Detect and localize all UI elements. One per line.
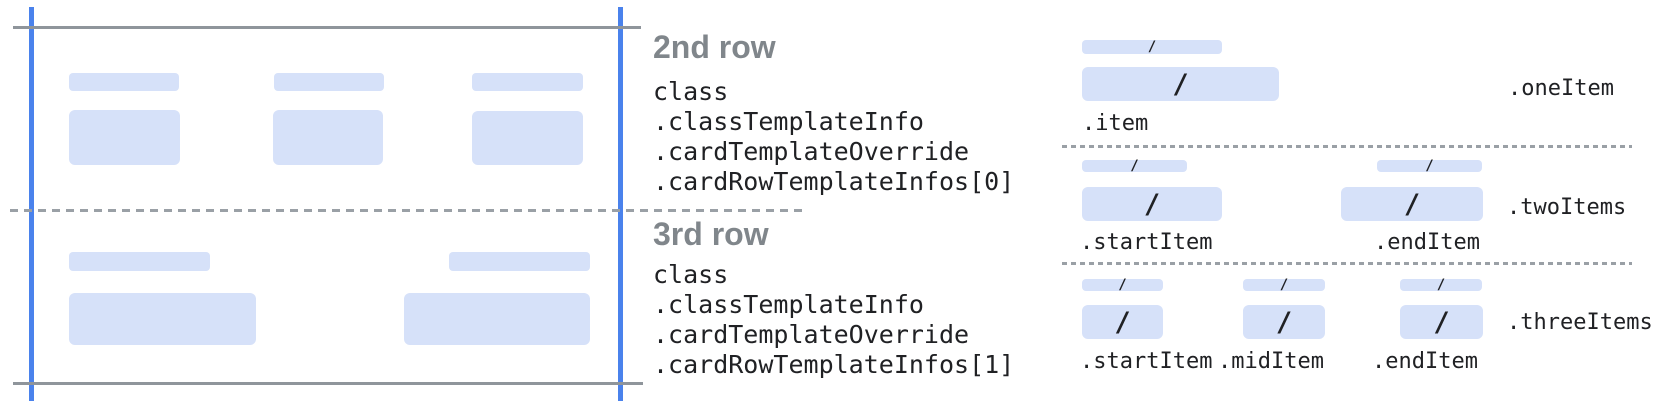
item-label-placeholder: / <box>1082 40 1222 54</box>
slash-placeholder-glyph: / <box>1403 188 1421 220</box>
layout-option-label: .twoItems <box>1507 195 1627 220</box>
item-label-placeholder <box>69 252 210 271</box>
row-divider-dashed-line <box>10 209 803 212</box>
card-left-edge-line <box>29 7 34 401</box>
slash-placeholder-glyph: / <box>1130 158 1139 174</box>
item-label-placeholder: / <box>1377 158 1482 174</box>
item-value-placeholder: / <box>1082 67 1279 101</box>
code-line: .cardTemplateOverride <box>653 137 970 166</box>
code-line: .cardRowTemplateInfos[1] <box>653 350 1015 379</box>
layout-option-label: .threeItems <box>1507 310 1653 335</box>
item-value-placeholder <box>404 293 590 345</box>
slash-placeholder-glyph: / <box>1114 306 1131 338</box>
slash-placeholder-glyph: / <box>1279 277 1289 293</box>
item-label-placeholder: / <box>1082 277 1163 293</box>
item-label-placeholder <box>449 252 590 271</box>
item-value-placeholder: / <box>1082 305 1163 339</box>
field-reference-label: .endItem <box>1372 349 1478 374</box>
item-label-placeholder: / <box>1082 158 1187 174</box>
slash-placeholder-glyph: / <box>1275 306 1293 338</box>
item-label-placeholder: / <box>1400 277 1482 293</box>
row-annotation-heading: 2nd row <box>653 29 776 65</box>
code-line: .classTemplateInfo <box>653 290 924 319</box>
item-value-placeholder <box>273 110 383 165</box>
slash-placeholder-glyph: / <box>1143 188 1161 220</box>
section-divider-dashed-line <box>1062 262 1632 265</box>
item-label-placeholder <box>274 73 384 91</box>
item-label-placeholder: / <box>1243 277 1325 293</box>
section-divider-dashed-line <box>1062 145 1632 148</box>
item-value-placeholder: / <box>1400 305 1483 339</box>
slash-placeholder-glyph: / <box>1172 68 1189 100</box>
code-line: .cardTemplateOverride <box>653 320 970 349</box>
code-line: class <box>653 77 729 106</box>
item-value-placeholder: / <box>1082 187 1222 221</box>
row-annotation-code: class .classTemplateInfo .cardTemplateOv… <box>653 77 1014 197</box>
item-label-placeholder <box>472 73 583 91</box>
field-reference-label: .startItem <box>1080 349 1213 374</box>
field-reference-label: .midItem <box>1218 349 1324 374</box>
item-value-placeholder: / <box>1243 305 1325 339</box>
code-line: .cardRowTemplateInfos[0] <box>653 167 1015 196</box>
slash-placeholder-glyph: / <box>1118 277 1127 293</box>
item-label-placeholder <box>69 73 179 91</box>
item-value-placeholder <box>69 293 256 345</box>
slash-placeholder-glyph: / <box>1433 306 1450 338</box>
item-value-placeholder: / <box>1341 187 1483 221</box>
item-value-placeholder <box>69 110 180 165</box>
card-bottom-boundary-line <box>13 382 643 385</box>
field-reference-label: .startItem <box>1080 230 1213 255</box>
slash-placeholder-glyph: / <box>1147 39 1157 55</box>
field-reference-label: .item <box>1082 111 1149 136</box>
row-annotation-code: class .classTemplateInfo .cardTemplateOv… <box>653 260 1014 380</box>
layout-option-label: .oneItem <box>1508 76 1614 101</box>
slash-placeholder-glyph: / <box>1436 277 1446 293</box>
row-annotation-heading: 3rd row <box>653 216 769 252</box>
code-line: class <box>653 260 729 289</box>
card-top-boundary-line <box>13 26 641 29</box>
code-line: .classTemplateInfo <box>653 107 924 136</box>
card-right-edge-line <box>618 7 623 401</box>
slash-placeholder-glyph: / <box>1425 158 1434 174</box>
item-value-placeholder <box>472 111 583 165</box>
field-reference-label: .endItem <box>1374 230 1480 255</box>
